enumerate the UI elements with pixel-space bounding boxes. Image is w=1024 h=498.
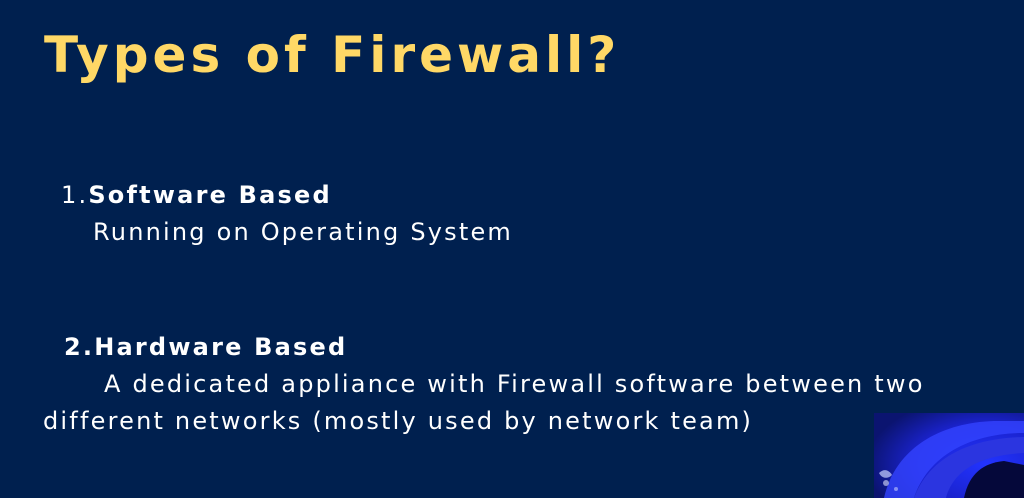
video-thumbnail	[874, 413, 1024, 498]
list-item-hardware: 2.Hardware Based	[64, 335, 347, 359]
item-description-line-2: different networks (mostly used by netwo…	[43, 407, 754, 435]
item-number: 2.	[64, 333, 95, 361]
slide-title: Types of Firewall?	[44, 26, 621, 84]
item-description: Running on Operating System	[93, 218, 514, 246]
item-heading: Software Based	[88, 181, 332, 209]
item-description-line-1: A dedicated appliance with Firewall soft…	[104, 370, 925, 398]
thumbnail-graphic	[874, 413, 1024, 498]
list-item-software: 1.Software Based	[61, 183, 332, 207]
item-number: 1.	[61, 181, 89, 209]
item-heading: Hardware Based	[94, 333, 348, 361]
